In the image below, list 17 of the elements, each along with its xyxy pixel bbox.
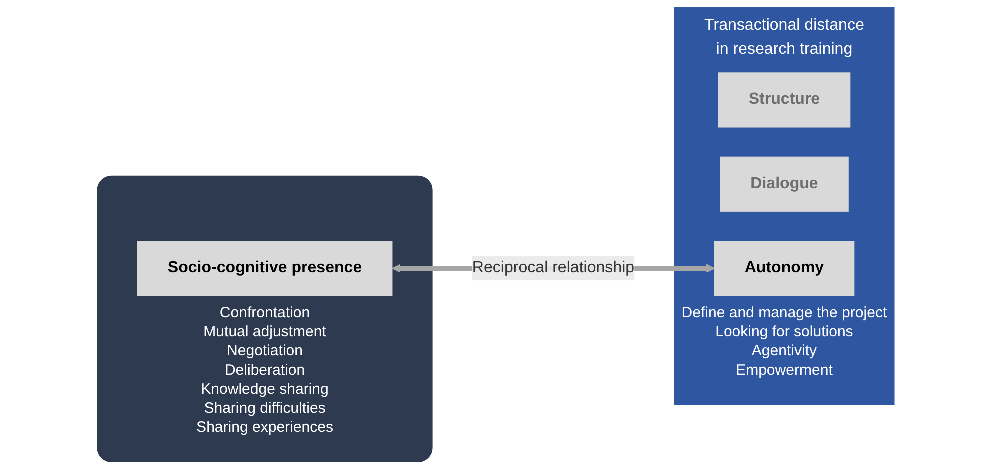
node-label: Sharing difficulties bbox=[204, 400, 326, 417]
node-label: Sharing experiences bbox=[196, 418, 334, 436]
node-label: Define and manage the project bbox=[682, 304, 888, 322]
node-label: Deliberation bbox=[224, 362, 306, 379]
cluster bbox=[97, 176, 433, 462]
node-box: Autonomy bbox=[714, 241, 855, 296]
node-box: Dialogue bbox=[720, 156, 849, 212]
node-label: Negotiation bbox=[227, 342, 304, 360]
node-label: Confrontation bbox=[220, 304, 310, 322]
node-label: Knowledge sharing bbox=[201, 380, 329, 398]
node-label: Empowerment bbox=[736, 362, 833, 379]
node-label: Agentivity bbox=[752, 342, 818, 360]
node-label: Mutual adjustment bbox=[204, 324, 326, 341]
node-label: Looking for solutions bbox=[716, 324, 854, 341]
node-box: Socio-cognitive presence bbox=[137, 241, 393, 296]
node-box: Structure bbox=[718, 72, 851, 128]
edge-label: Reciprocal relationship bbox=[472, 260, 635, 277]
